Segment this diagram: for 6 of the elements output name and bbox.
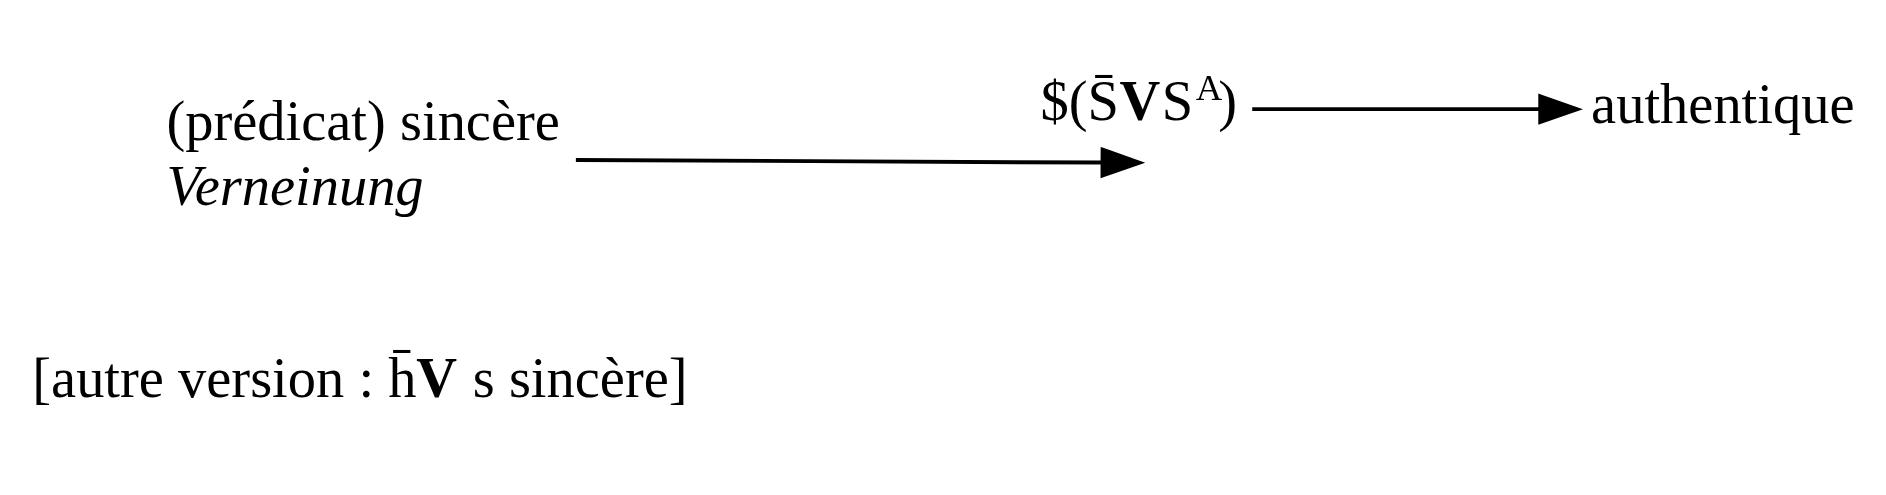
- node-text: (prédicat) sincère Verneinung: [166, 90, 560, 218]
- label: [autre version : h̄V s sincère]: [32, 347, 688, 410]
- arrow: [1252, 93, 1583, 125]
- node-text: authentique: [1591, 73, 1855, 136]
- arrow: [575, 146, 1146, 179]
- node-text: $(S̄VS$^{A}$): [1040, 66, 1238, 133]
